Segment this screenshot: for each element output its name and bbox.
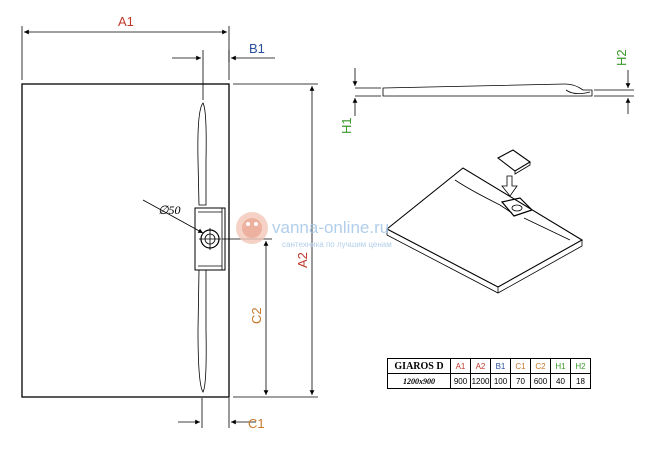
header-b1: B1 [490, 358, 511, 374]
label-diameter: ∅50 [158, 203, 180, 217]
dimension-a2 [233, 83, 318, 398]
table-header-row: GIAROS D A1 A2 B1 C1 C2 H1 H2 [387, 358, 591, 374]
drain-slot-lower [197, 269, 207, 393]
value-c2: 600 [530, 373, 551, 389]
dimension-b1 [172, 50, 275, 100]
value-c1: 70 [510, 373, 531, 389]
diameter-leader [142, 199, 204, 234]
header-h1: H1 [550, 358, 571, 374]
iso-drain [500, 197, 534, 217]
header-h2: H2 [570, 358, 591, 374]
table-row: 1200x900 900 1200 100 70 600 40 18 [387, 373, 591, 389]
value-a1: 900 [450, 373, 471, 389]
watermark-title: vanna-online.ru [272, 218, 389, 237]
watermark-subtitle: сантехника по лучшим ценам [282, 240, 392, 249]
label-a1: A1 [118, 14, 134, 29]
side-view [352, 68, 634, 116]
label-a2: A2 [295, 252, 310, 268]
value-h2: 18 [570, 373, 591, 389]
spec-table: GIAROS D A1 A2 B1 C1 C2 H1 H2 1200x900 9… [387, 358, 591, 389]
dimension-a1 [21, 26, 230, 80]
tray-profile [382, 83, 593, 97]
value-a2: 1200 [470, 373, 491, 389]
header-c1: C1 [510, 358, 531, 374]
label-b1: B1 [249, 41, 265, 56]
header-c2: C2 [530, 358, 551, 374]
dimension-c1 [178, 398, 256, 428]
label-c2: C2 [249, 307, 264, 324]
isometric-view [385, 149, 584, 294]
model-size: 1200x900 [387, 373, 451, 389]
label-h1: H1 [339, 117, 354, 134]
install-arrow [501, 175, 518, 197]
label-c1: C1 [248, 416, 265, 431]
model-name: GIAROS D [387, 358, 451, 374]
tray-outline [21, 83, 230, 398]
label-h2: H2 [614, 49, 629, 66]
value-h1: 40 [550, 373, 571, 389]
tray-edge [386, 229, 583, 294]
top-view [21, 83, 230, 398]
tray-top [385, 167, 584, 288]
drain-slot-upper [197, 102, 207, 206]
watermark: vanna-online.ru сантехника по лучшим цен… [236, 212, 392, 249]
header-a1: A1 [450, 358, 471, 374]
header-a2: A2 [470, 358, 491, 374]
value-b1: 100 [490, 373, 511, 389]
watermark-logo-icon [236, 212, 268, 244]
